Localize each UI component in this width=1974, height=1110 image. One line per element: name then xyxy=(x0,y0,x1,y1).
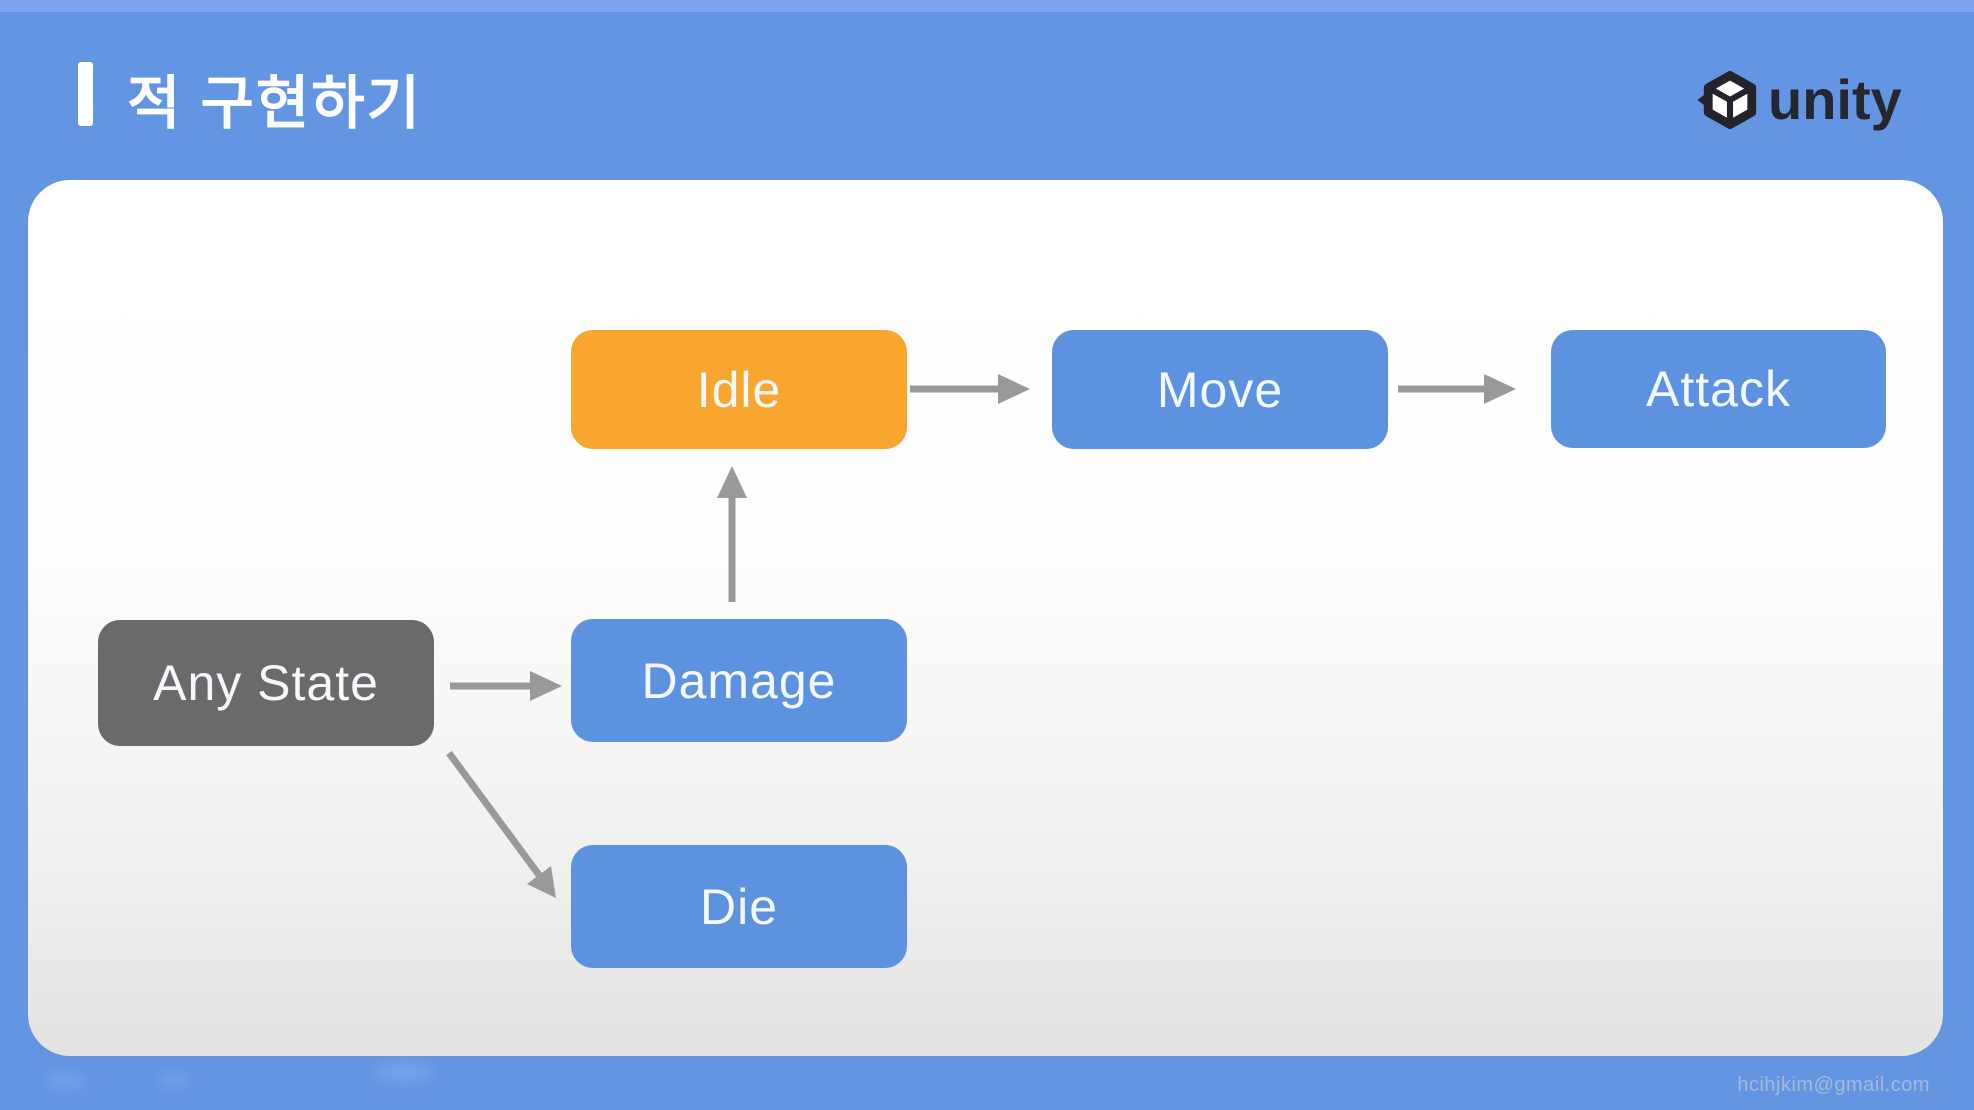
state-node-idle: Idle xyxy=(571,330,907,449)
player-ghost-smudge xyxy=(45,1072,87,1090)
top-strip xyxy=(0,0,1974,12)
state-node-any-state-label: Any State xyxy=(153,655,379,711)
state-node-damage: Damage xyxy=(571,619,907,742)
state-node-damage-label: Damage xyxy=(641,652,837,709)
player-ghost-smudge xyxy=(158,1072,190,1088)
slide-content-card xyxy=(28,180,1943,1056)
state-node-die-label: Die xyxy=(699,878,779,935)
state-node-die: Die xyxy=(571,845,907,968)
title-marker-bar xyxy=(78,62,93,126)
unity-cube-icon xyxy=(1697,71,1757,129)
unity-logo-text: unity xyxy=(1768,68,1902,131)
page-title: 적 구현하기 xyxy=(127,71,422,136)
footer-email: hcihjkim@gmail.com xyxy=(1737,1074,1930,1096)
state-node-move: Move xyxy=(1052,330,1388,449)
player-ghost-smudge xyxy=(372,1060,436,1084)
state-node-attack: Attack xyxy=(1551,330,1886,448)
state-node-attack-label: Attack xyxy=(1646,361,1791,417)
state-node-idle-label: Idle xyxy=(696,361,782,418)
unity-logo: unity xyxy=(1696,58,1902,142)
state-node-move-label: Move xyxy=(1156,361,1284,418)
state-node-any-state: Any State xyxy=(98,620,434,746)
